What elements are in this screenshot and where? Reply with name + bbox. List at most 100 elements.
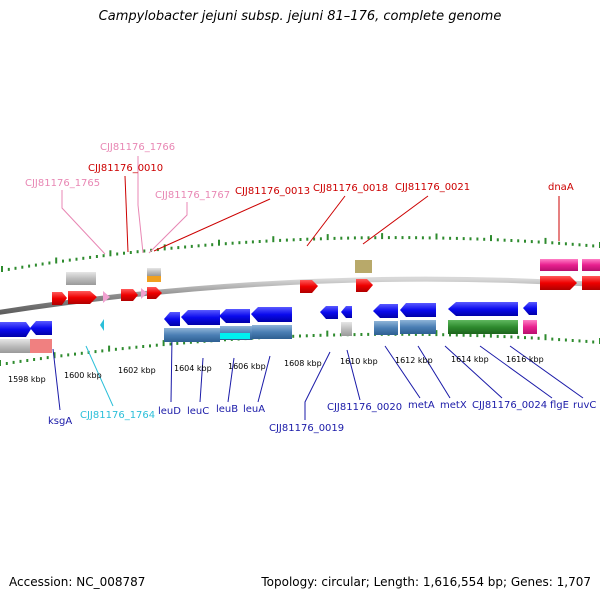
scale-labels: 1598 kbp 1600 kbp 1602 kbp 1604 kbp 1606… — [8, 355, 544, 384]
gene-arrow — [103, 291, 110, 303]
gene-label: CJJ81176_0013 — [235, 186, 310, 197]
callout-line — [306, 195, 346, 247]
inner-gene-track — [0, 302, 537, 353]
gene-label: CJJ81176_0018 — [313, 183, 388, 194]
gene-feature — [147, 268, 161, 276]
gene-arrow — [181, 310, 220, 325]
gene-arrow — [356, 279, 373, 292]
gene-label: dnaA — [548, 182, 574, 193]
gene-label: leuB — [216, 404, 238, 415]
gene-label: metX — [440, 400, 467, 411]
gene-feature — [341, 322, 352, 336]
gene-arrow — [373, 304, 398, 318]
scale-label: 1608 kbp — [284, 359, 322, 368]
outer-tick-marks — [1, 233, 600, 272]
callout-line — [417, 345, 451, 399]
callout-line — [52, 348, 61, 411]
callout-line — [346, 349, 361, 401]
gene-feature — [400, 320, 436, 334]
gene-label: leuA — [243, 404, 265, 415]
callout-line — [170, 337, 173, 403]
gene-arrow — [582, 276, 600, 290]
callout-line — [85, 345, 114, 407]
inner-gene-labels: ksgA CJJ81176_1764 leuD leuC leuB leuA C… — [48, 400, 596, 434]
scale-label: 1610 kbp — [340, 357, 378, 366]
callout-line — [384, 345, 421, 399]
callout-line — [148, 202, 188, 254]
gene-label: CJJ81176_0020 — [327, 402, 402, 413]
callout-line — [137, 156, 144, 254]
gene-label: ruvC — [573, 400, 596, 411]
gene-feature — [448, 320, 518, 334]
gene-feature — [147, 276, 161, 282]
callout-line — [304, 351, 331, 420]
gene-arrow — [400, 303, 436, 317]
gene-feature — [66, 272, 96, 285]
gene-label: ksgA — [48, 416, 72, 427]
gene-feature — [523, 320, 537, 334]
scale-label: 1614 kbp — [451, 355, 489, 364]
accession-label: Accession: NC_008787 — [9, 575, 146, 589]
callout-line — [124, 175, 129, 253]
scale-label: 1612 kbp — [395, 356, 433, 365]
gene-arrow — [121, 289, 138, 301]
inner-callout-lines — [52, 337, 584, 420]
gene-arrow — [0, 322, 31, 337]
callout-line — [153, 198, 271, 252]
callout-line — [444, 345, 503, 399]
gene-arrow — [341, 306, 352, 318]
gene-label: leuD — [158, 406, 181, 417]
scale-label: 1598 kbp — [8, 375, 46, 384]
gene-feature — [164, 328, 220, 342]
gene-arrow — [219, 309, 250, 323]
scale-label: 1604 kbp — [174, 364, 212, 373]
gene-arrow — [52, 292, 67, 305]
callout-line — [61, 190, 106, 255]
outer-callout-lines — [61, 156, 560, 255]
scale-label: 1600 kbp — [64, 371, 102, 380]
gene-arrow — [30, 321, 52, 335]
callout-line — [227, 357, 235, 403]
scale-label: 1606 kbp — [228, 362, 266, 371]
gene-label: flgE — [550, 400, 569, 411]
gene-arrow — [540, 276, 577, 290]
gene-label: CJJ81176_1765 — [25, 178, 100, 189]
callout-line — [199, 357, 204, 403]
gene-feature — [252, 325, 292, 339]
gene-label: leuC — [187, 406, 209, 417]
gene-label: CJJ81176_0010 — [88, 163, 163, 174]
gene-label: CJJ81176_1766 — [100, 142, 175, 153]
map-title: Campylobacter jejuni subsp. jejuni 81–17… — [98, 9, 502, 24]
outer-gene-labels: CJJ81176_1766 CJJ81176_0010 CJJ81176_176… — [25, 142, 574, 201]
gene-label: CJJ81176_0024 — [472, 400, 547, 411]
gene-arrow — [448, 302, 518, 316]
genome-stats-label: Topology: circular; Length: 1,616,554 bp… — [261, 575, 591, 589]
gene-arrow — [251, 307, 292, 322]
callout-line — [362, 195, 429, 245]
gene-label: CJJ81176_1767 — [155, 190, 230, 201]
gene-arrow — [141, 288, 147, 299]
gene-feature — [582, 259, 600, 271]
gene-arrow — [147, 287, 162, 299]
gene-feature — [355, 260, 372, 273]
outer-gene-track — [52, 259, 600, 305]
gene-feature — [30, 339, 52, 353]
gene-label: CJJ81176_0019 — [269, 423, 344, 434]
gene-feature — [0, 339, 30, 353]
gene-arrow — [300, 280, 318, 293]
scale-label: 1602 kbp — [118, 366, 156, 375]
gene-arrow — [320, 306, 338, 319]
gene-feature — [540, 259, 578, 271]
gene-feature — [220, 333, 250, 339]
gene-label: CJJ81176_1764 — [80, 410, 155, 421]
callout-line — [509, 345, 584, 399]
scale-label: 1616 kbp — [506, 355, 544, 364]
gene-arrow — [164, 312, 180, 326]
callout-line — [257, 355, 271, 403]
callout-line — [479, 345, 553, 399]
gene-arrow — [100, 319, 104, 331]
gene-arrow — [523, 302, 537, 315]
gene-label: CJJ81176_0021 — [395, 182, 470, 193]
gene-label: metA — [408, 400, 435, 411]
